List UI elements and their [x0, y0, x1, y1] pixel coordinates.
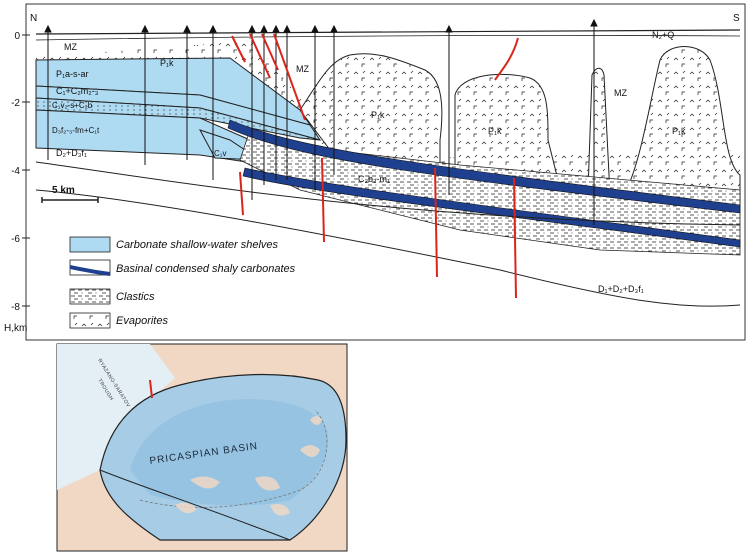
basinal-band-lower	[242, 167, 741, 248]
label-p1k-d: P₁k	[672, 126, 686, 136]
depth-tick-8: -8	[11, 302, 20, 313]
label-d3f: D₃f₂-₃-fm+C₁t	[52, 126, 100, 135]
basin-south-border	[99, 469, 291, 541]
legend-swatch-evaporites	[69, 312, 111, 329]
depth-tick-0: 0	[14, 31, 20, 42]
label-c1v: C₁v₂-s+C₂b	[52, 101, 93, 110]
label-p1k-b: P₁k	[371, 110, 385, 120]
legend-swatch-clastics	[69, 288, 111, 305]
label-c1c2: C₁+C₂m₂-₃	[56, 86, 99, 96]
depth-axis: N S 0 -2 -4 -6 -8 H,km	[4, 13, 740, 334]
well	[283, 24, 291, 180]
unit-labels: MZ MZ MZ N₂+Q P₁k P₁k P₁k P₁k P₁a-s-ar C…	[52, 30, 686, 294]
well	[445, 24, 453, 195]
well	[260, 24, 268, 185]
label-mz-mid: MZ	[296, 64, 309, 74]
label-mz-right: MZ	[614, 88, 627, 98]
well	[141, 24, 149, 165]
fault	[494, 37, 519, 81]
fault	[239, 171, 244, 216]
fault	[249, 33, 271, 79]
label-p1k-a: P₁k	[160, 58, 174, 68]
salt-dome-3	[587, 67, 611, 196]
basinal-band-upper	[227, 119, 741, 214]
well	[209, 24, 217, 180]
label-d2d3: D₂+D₃f₁	[56, 148, 87, 158]
label-c1v-small: C₁v	[214, 149, 226, 158]
legend-label-evaporites: Evaporites	[116, 315, 168, 327]
legend-swatch-shelf	[69, 236, 111, 253]
well	[272, 24, 280, 180]
wells	[44, 18, 598, 225]
well	[311, 24, 319, 190]
surface-line	[35, 29, 741, 35]
label-p1a: P₁a-s-ar	[56, 69, 89, 79]
map-islands	[175, 416, 322, 516]
fault	[434, 167, 438, 278]
salt-dome-1	[299, 53, 443, 181]
faults	[231, 33, 519, 299]
depth-tick-2: -2	[11, 98, 20, 109]
well	[330, 24, 338, 175]
map-section-line	[149, 379, 153, 399]
deep-line	[35, 189, 741, 307]
salt-dome-4	[621, 46, 741, 207]
fault	[273, 33, 306, 121]
fault	[513, 177, 517, 299]
depth-tick-4: -4	[11, 166, 20, 177]
scale-bar-label: 5 km	[52, 185, 75, 196]
north-label: N	[30, 13, 37, 24]
evaporite-layer	[36, 38, 740, 210]
salt-dome-2	[454, 73, 561, 189]
label-n2q: N₂+Q	[652, 30, 674, 40]
legend-label-basinal: Basinal condensed shaly carbonates	[116, 263, 296, 275]
depth-tick-6: -6	[11, 234, 20, 245]
legend-label-clastics: Clastics	[116, 291, 155, 303]
inset-map: PRICASPIAN BASIN RYAZANO-SARATOV TROUGH	[56, 343, 348, 552]
depth-unit: H,km	[4, 323, 27, 334]
cross-section: N S 0 -2 -4 -6 -8 H,km 5 km MZ MZ MZ N₂+…	[4, 3, 746, 341]
label-d1d2d3: D₁+D₂+D₃f₁	[598, 284, 644, 294]
section-frame	[25, 3, 746, 341]
legend-label-shelf: Carbonate shallow-water shelves	[116, 239, 279, 251]
trough-area	[57, 344, 175, 490]
well	[44, 24, 52, 160]
well	[248, 24, 256, 200]
south-label: S	[733, 13, 740, 24]
legend: Carbonate shallow-water shelves Basinal …	[69, 236, 296, 329]
mz-base-line	[35, 35, 741, 41]
label-mz-left: MZ	[64, 42, 77, 52]
fault	[261, 33, 279, 71]
label-p1k-c: P₁k	[488, 126, 502, 136]
well	[183, 24, 191, 160]
inner-basin	[130, 399, 329, 506]
label-c2b: C₂b₂-m₁	[358, 174, 390, 184]
fault	[321, 157, 325, 243]
scale-bar: 5 km	[41, 185, 99, 203]
fault	[231, 35, 246, 63]
well	[590, 18, 598, 225]
